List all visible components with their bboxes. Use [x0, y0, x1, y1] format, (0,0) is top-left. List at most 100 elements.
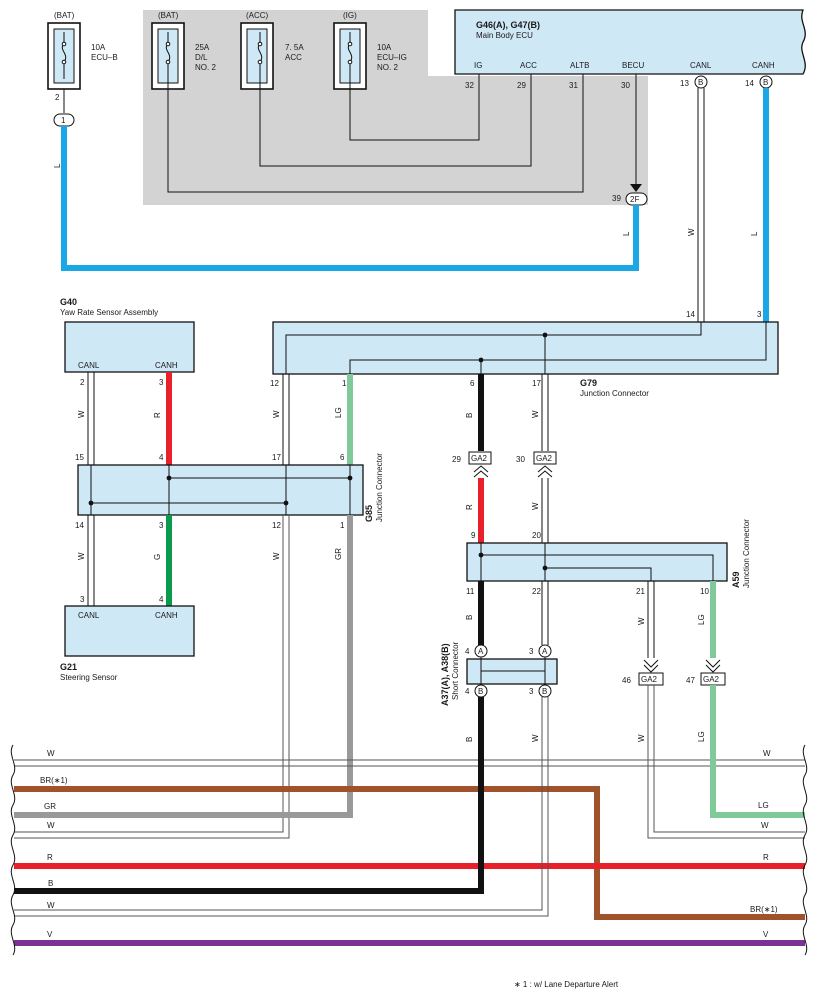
connector-ga2-29: 29 GA2 — [452, 451, 492, 478]
svg-text:1: 1 — [61, 116, 66, 125]
svg-text:W: W — [637, 617, 646, 625]
pin-label: 4 — [465, 687, 470, 696]
pin-label: 10 — [700, 587, 709, 596]
svg-text:W: W — [761, 821, 769, 830]
svg-text:V: V — [47, 930, 53, 939]
ecu-terminal-altb: ALTB — [570, 61, 589, 70]
a37-code: A37(A), A38(B) — [440, 643, 450, 706]
pin-label: 14 — [686, 310, 695, 319]
pin-label: 15 — [75, 453, 84, 462]
svg-text:GA2: GA2 — [703, 675, 720, 684]
pin-label: 6 — [340, 453, 345, 462]
svg-text:B: B — [465, 737, 474, 742]
pin-label: 2 — [80, 378, 85, 387]
svg-text:B: B — [763, 78, 768, 87]
svg-text:GR: GR — [44, 802, 56, 811]
svg-text:W: W — [763, 749, 771, 758]
svg-text:L: L — [622, 231, 631, 236]
svg-text:B: B — [698, 78, 703, 87]
svg-text:B: B — [465, 413, 474, 418]
svg-text:A: A — [542, 647, 548, 656]
pin-label: 17 — [532, 379, 541, 388]
fuse-name: ECU–IG — [377, 53, 407, 62]
pin-label: 39 — [612, 194, 621, 203]
pin-label: 21 — [636, 587, 645, 596]
g40-yaw-rate-sensor: G40 Yaw Rate Sensor Assembly CANL CANH 2… — [60, 297, 195, 387]
svg-text:W: W — [77, 552, 86, 560]
fuse-name: NO. 2 — [377, 63, 398, 72]
pin-label: 9 — [471, 531, 476, 540]
svg-text:GA2: GA2 — [641, 675, 658, 684]
svg-text:W: W — [531, 410, 540, 418]
ecu-terminal-acc: ACC — [520, 61, 537, 70]
connector-1: 1 — [53, 113, 75, 127]
fuse-source-label: (BAT) — [54, 11, 75, 20]
g40-name: Yaw Rate Sensor Assembly — [60, 308, 158, 317]
fuse-rating: 25A — [195, 43, 210, 52]
ecu-pin: 14 — [745, 79, 754, 88]
svg-text:B: B — [542, 687, 547, 696]
svg-text:CANL: CANL — [78, 611, 100, 620]
svg-text:LG: LG — [697, 614, 706, 625]
fuse-rating: 10A — [377, 43, 392, 52]
pin-label: 46 — [622, 676, 631, 685]
svg-text:CANH: CANH — [155, 611, 178, 620]
svg-text:GA2: GA2 — [471, 454, 488, 463]
fuse-ecu-b: (BAT) 10A ECU–B — [47, 11, 118, 90]
svg-text:CANL: CANL — [78, 361, 100, 370]
svg-text:GR: GR — [334, 548, 343, 560]
right-break-line — [802, 744, 808, 956]
pin-label: 4 — [159, 453, 164, 462]
svg-text:L: L — [53, 163, 62, 168]
fuse-name: D/L — [195, 53, 208, 62]
fuse-name: NO. 2 — [195, 63, 216, 72]
a59-code: A59 — [731, 571, 741, 588]
fuse-rating: 7. 5A — [285, 43, 304, 52]
connector-canl-b: B — [694, 75, 708, 89]
pin-label: 22 — [532, 587, 541, 596]
ecu-terminal-ig: IG — [474, 61, 482, 70]
g79-junction-connector: 14 3 12 1 6 17 G79 Junction Connector — [270, 310, 779, 398]
svg-text:R: R — [465, 504, 474, 510]
g85-code: G85 — [364, 505, 374, 522]
svg-text:W: W — [531, 734, 540, 742]
svg-text:GA2: GA2 — [536, 454, 553, 463]
svg-text:LG: LG — [758, 801, 769, 810]
svg-text:W: W — [531, 502, 540, 510]
fuse-ecu-ig-no2: (IG) 10A ECU–IG NO. 2 — [333, 11, 407, 90]
pin-label: 12 — [272, 521, 281, 530]
svg-text:A: A — [478, 647, 484, 656]
pin-label: 1 — [340, 521, 345, 530]
pin-label: 3 — [529, 687, 534, 696]
svg-text:W: W — [77, 410, 86, 418]
footnote: ∗ 1 : w/ Lane Departure Alert — [514, 980, 619, 989]
a59-junction-connector: 9 20 11 22 21 10 A59 Junction Connector — [466, 519, 751, 596]
g40-code: G40 — [60, 297, 77, 307]
ecu-pin: 32 — [465, 81, 474, 90]
g79-name: Junction Connector — [580, 389, 649, 398]
ecu-code: G46(A), G47(B) — [476, 20, 540, 30]
pin-label: 14 — [75, 521, 84, 530]
ecu-terminal-canl: CANL — [690, 61, 712, 70]
main-body-ecu: G46(A), G47(B) Main Body ECU IG ACC ALTB… — [454, 9, 806, 90]
pin-label: 2 — [55, 93, 60, 102]
connector-2f: 2F — [625, 192, 648, 206]
a37-name: Short Connector — [451, 641, 460, 700]
g21-steering-sensor: 3 4 CANL CANH G21 Steering Sensor — [60, 595, 195, 682]
fuse-dl-no2: (BAT) 25A D/L NO. 2 — [151, 11, 216, 90]
svg-text:B: B — [48, 879, 53, 888]
svg-text:R: R — [153, 412, 162, 418]
left-break-line — [10, 744, 16, 956]
svg-text:BR(∗1): BR(∗1) — [40, 776, 68, 785]
fuse-source-label: (BAT) — [158, 11, 179, 20]
connector-canh-b: B — [759, 75, 773, 89]
pin-label: 30 — [516, 455, 525, 464]
ecu-pin: 30 — [621, 81, 630, 90]
svg-text:V: V — [763, 930, 769, 939]
pin-label: 47 — [686, 676, 695, 685]
ecu-pin: 31 — [569, 81, 578, 90]
svg-text:G: G — [153, 554, 162, 560]
g79-code: G79 — [580, 378, 597, 388]
svg-text:B: B — [478, 687, 483, 696]
